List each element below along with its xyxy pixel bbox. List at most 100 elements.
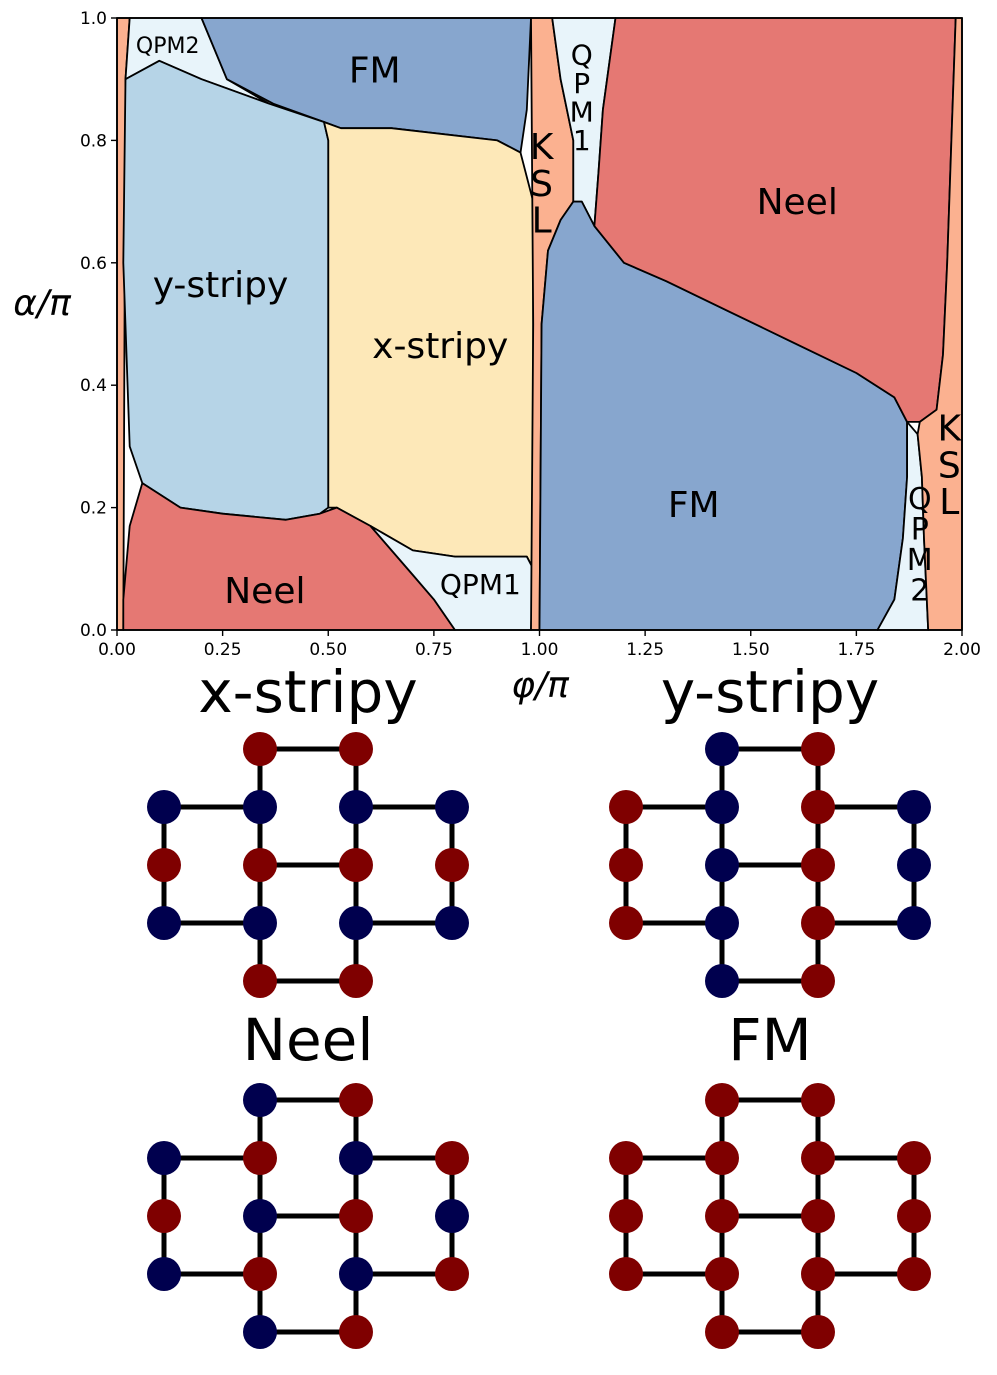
spin-down-site — [147, 1141, 181, 1175]
y-tick-label: 0.4 — [80, 376, 107, 396]
phase-label-fm: FM — [349, 51, 401, 92]
spin-down-site — [243, 790, 277, 824]
spin-down-site — [339, 1141, 373, 1175]
spin-up-site — [609, 790, 643, 824]
phase-label-neel: Neel — [757, 182, 838, 223]
x-tick-label: 0.50 — [309, 640, 347, 660]
spin-up-site — [801, 1315, 835, 1349]
spin-up-site — [609, 906, 643, 940]
spin-panel-neel: Neel — [147, 1006, 469, 1349]
x-tick-label: 1.75 — [837, 640, 875, 660]
spin-up-site — [339, 848, 373, 882]
spin-down-site — [435, 790, 469, 824]
spin-down-site — [435, 906, 469, 940]
spin-panel-x-stripy: x-stripy — [147, 658, 469, 998]
lattice-sites — [147, 1083, 469, 1349]
x-axis-label: φ/π — [511, 665, 570, 706]
x-tick-label: 0.25 — [204, 640, 242, 660]
spin-down-site — [147, 906, 181, 940]
spin-up-site — [801, 1141, 835, 1175]
y-tick-label: 0.0 — [80, 621, 107, 641]
phase-label-neel: Neel — [224, 571, 305, 612]
spin-up-site — [339, 1083, 373, 1117]
spin-up-site — [705, 1315, 739, 1349]
lattice-bonds — [623, 1097, 917, 1335]
spin-panel-title: FM — [728, 1006, 811, 1074]
spin-up-site — [801, 1257, 835, 1291]
spin-down-site — [897, 848, 931, 882]
lattice-sites — [147, 732, 469, 998]
spin-panel-title: x-stripy — [198, 658, 417, 726]
spin-up-site — [243, 848, 277, 882]
spin-up-site — [801, 1083, 835, 1117]
spin-up-site — [243, 1257, 277, 1291]
spin-down-site — [147, 1257, 181, 1291]
spin-up-site — [243, 732, 277, 766]
lattice-bonds — [161, 746, 455, 984]
spin-up-site — [801, 790, 835, 824]
y-tick-label: 0.2 — [80, 499, 107, 519]
spin-up-site — [801, 732, 835, 766]
spin-up-site — [435, 848, 469, 882]
spin-up-site — [609, 848, 643, 882]
spin-up-site — [243, 1141, 277, 1175]
lattice-sites — [609, 732, 931, 998]
x-tick-label: 0.00 — [98, 640, 136, 660]
spin-panel-fm: FM — [609, 1006, 931, 1349]
x-tick-label: 1.00 — [521, 640, 559, 660]
spin-up-site — [339, 732, 373, 766]
phase-regions — [116, 17, 963, 631]
spin-down-site — [243, 1083, 277, 1117]
y-tick-label: 0.8 — [80, 131, 107, 151]
phase-label-qpm1: QPM1 — [440, 568, 521, 601]
spin-up-site — [609, 1257, 643, 1291]
spin-up-site — [897, 1257, 931, 1291]
spin-down-site — [147, 790, 181, 824]
spin-down-site — [339, 790, 373, 824]
lattice-sites — [609, 1083, 931, 1349]
spin-up-site — [705, 1141, 739, 1175]
spin-down-site — [897, 790, 931, 824]
spin-up-site — [435, 1257, 469, 1291]
spin-up-site — [801, 848, 835, 882]
spin-down-site — [705, 732, 739, 766]
spin-panel-y-stripy: y-stripy — [609, 658, 931, 998]
spin-up-site — [897, 1199, 931, 1233]
spin-down-site — [705, 790, 739, 824]
phase-label-y-stripy: y-stripy — [153, 265, 289, 306]
spin-up-site — [705, 1257, 739, 1291]
x-tick-label: 0.75 — [415, 640, 453, 660]
spin-down-site — [435, 1199, 469, 1233]
spin-up-site — [705, 1083, 739, 1117]
y-tick-label: 0.6 — [80, 254, 107, 274]
spin-up-site — [801, 964, 835, 998]
phase-label-qpm2: QPM2 — [136, 34, 200, 59]
spin-down-site — [705, 964, 739, 998]
spin-down-site — [243, 906, 277, 940]
spin-down-site — [897, 906, 931, 940]
lattice-bonds — [161, 1097, 455, 1335]
spin-down-site — [705, 848, 739, 882]
spin-up-site — [339, 1315, 373, 1349]
spin-up-site — [609, 1199, 643, 1233]
spin-down-site — [339, 906, 373, 940]
spin-up-site — [801, 906, 835, 940]
spin-panel-title: Neel — [243, 1006, 374, 1074]
spin-panel-title: y-stripy — [661, 658, 879, 726]
spin-up-site — [897, 1141, 931, 1175]
y-axis-label: α/π — [13, 283, 72, 324]
spin-up-site — [435, 1141, 469, 1175]
spin-down-site — [243, 1199, 277, 1233]
spin-up-site — [147, 1199, 181, 1233]
phase-label-fm: FM — [668, 485, 720, 526]
x-tick-label: 1.25 — [626, 640, 664, 660]
x-tick-label: 2.00 — [943, 640, 981, 660]
